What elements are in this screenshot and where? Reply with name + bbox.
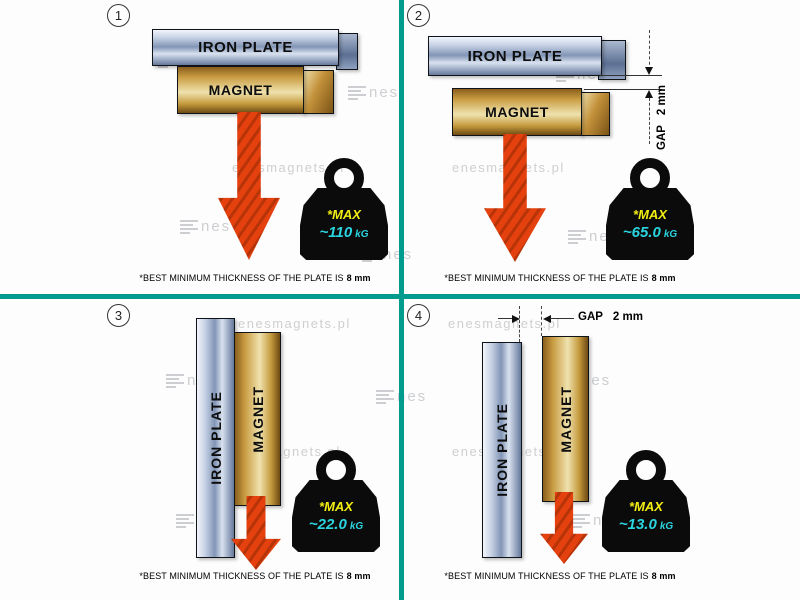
magnet: MAGNET [452,88,582,136]
gap-arrow-right-icon [512,315,520,323]
max-label: *MAX [319,499,353,514]
gap-arrow-left-icon [543,315,551,323]
gap-dimension-line [649,30,650,70]
gap-extension-line [550,318,574,319]
iron-plate: IRON PLATE [196,318,235,558]
magnet-label: MAGNET [249,385,266,453]
iron-plate-side-face [336,33,358,70]
panel-number: 2 [407,4,430,27]
iron-plate: IRON PLATE [152,29,339,66]
magnet-label: MAGNET [557,385,574,453]
caption-bold: 8 mm [651,571,676,581]
magnet: MAGNET [177,66,304,114]
gap-dimension-line [519,306,520,342]
panel-number: 4 [407,304,430,327]
gap-arrow-down-icon [645,67,653,75]
panel-number: 1 [107,4,130,27]
iron-plate-label: IRON PLATE [207,391,224,485]
caption-text: *BEST MINIMUM THICKNESS OF THE PLATE IS [139,571,344,581]
caption-bold: 8 mm [346,273,371,283]
gap-extension-line [600,75,662,76]
magnet-label: MAGNET [485,104,549,120]
iron-plate-label: IRON PLATE [494,403,510,497]
enes-logo-text: nes [397,388,428,405]
caption-text: *BEST MINIMUM THICKNESS OF THE PLATE IS [444,571,649,581]
enes-logo-watermark: nes [180,218,231,235]
panel-number: 3 [107,304,130,327]
gap-label: GAP2 mm [656,85,668,150]
max-label: *MAX [633,207,667,222]
magnet: MAGNET [234,332,281,506]
divider-vertical [399,0,404,600]
pull-force-arrow-icon [218,112,280,260]
magnet-side-face [302,70,334,114]
caption-text: *BEST MINIMUM THICKNESS OF THE PLATE IS [139,273,344,283]
pull-force-arrow-icon [231,496,281,570]
magnet-label: MAGNET [208,82,273,98]
enes-logo-watermark: nes [376,388,427,405]
caption-text: *BEST MINIMUM THICKNESS OF THE PLATE IS [444,273,649,283]
iron-plate-label: IRON PLATE [467,47,563,65]
pull-force-arrow-icon [484,134,546,262]
enes-logo-text: nes [369,84,400,101]
watermark-text: enesmagnets.pl [238,316,351,331]
iron-plate: IRON PLATE [482,342,522,558]
max-label: *MAX [629,499,663,514]
watermark-text: enesmagnets.pl [448,316,561,331]
divider-horizontal [0,294,800,299]
enes-logo-text: nes [383,246,413,263]
enes-logo-text: nes [201,218,232,235]
max-label: *MAX [327,207,361,222]
gap-arrow-up-icon [645,90,653,98]
gap-dimension-line [649,98,650,144]
gap-dimension-line [541,306,542,336]
enes-logo-watermark: nes [348,84,399,101]
iron-plate-side-face [598,40,626,80]
magnet: MAGNET [542,336,589,502]
iron-plate-label: IRON PLATE [198,39,293,56]
magnet-side-face [580,92,610,136]
gap-extension-line [498,318,514,319]
caption-bold: 8 mm [651,273,676,283]
gap-extension-line [584,89,662,90]
caption-bold: 8 mm [346,571,371,581]
iron-plate: IRON PLATE [428,36,602,76]
